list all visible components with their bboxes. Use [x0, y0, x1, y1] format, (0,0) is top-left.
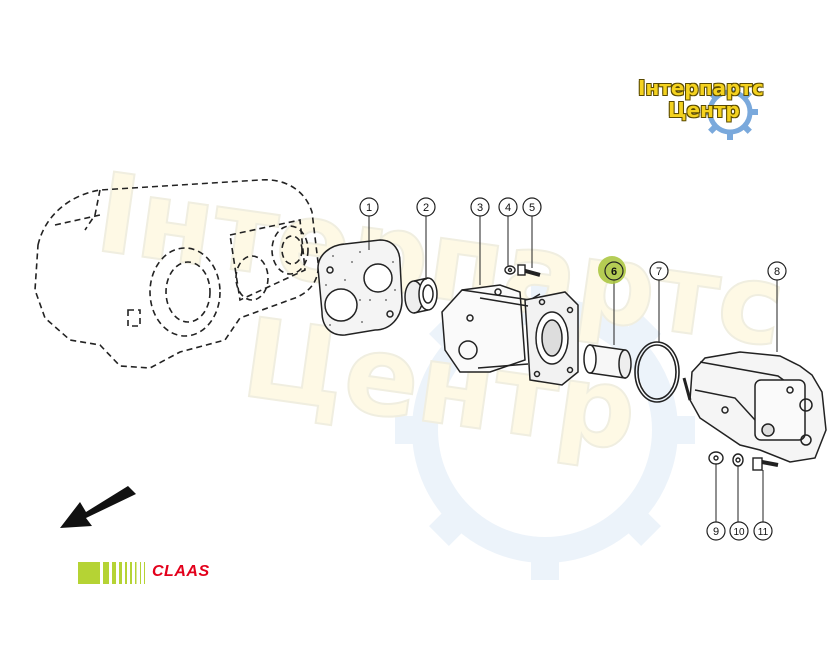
claas-brand-name: CLAAS [152, 563, 210, 580]
callout-1: 1 [359, 197, 379, 217]
direction-arrow-icon [60, 486, 136, 528]
callout-label: 5 [529, 202, 535, 214]
callout-10: 10 [729, 521, 749, 541]
gearbox-housing-outline [34, 179, 320, 369]
callout-11: 11 [753, 521, 773, 541]
callout-label: 8 [774, 266, 780, 278]
logo-gear-icon [702, 84, 758, 140]
watermark: Інтерпартс Центр [88, 148, 793, 580]
o-ring-part [634, 341, 680, 403]
callout-label: 3 [477, 202, 483, 214]
pump-fastener-parts [708, 451, 779, 471]
claas-stripes [78, 562, 145, 584]
logo-line2: Центр [668, 98, 740, 122]
sleeve-part [583, 344, 632, 379]
callout-label: 10 [733, 527, 745, 538]
gasket-part [317, 239, 403, 336]
callout-label: 9 [713, 526, 719, 538]
callout-label: 1 [366, 202, 372, 214]
callout-4: 4 [498, 197, 518, 217]
callout-5: 5 [522, 197, 542, 217]
leader-lines [368, 215, 778, 522]
callout-3: 3 [470, 197, 490, 217]
callout-label: 6 [611, 266, 617, 278]
callout-8: 8 [767, 261, 787, 281]
bearing-part [404, 277, 438, 314]
callout-label: 11 [758, 527, 769, 538]
logo-line1: Інтерпартс [638, 76, 764, 100]
callout-9: 9 [706, 521, 726, 541]
callout-7: 7 [649, 261, 669, 281]
callout-6-highlighted: 6 [598, 256, 626, 284]
callout-label: 7 [656, 266, 662, 278]
hydraulic-pump-part [682, 351, 827, 463]
callout-label: 4 [505, 202, 511, 214]
flange-housing-part [441, 284, 579, 386]
interparts-logo: Інтерпартс Центр [634, 70, 764, 140]
washer-bolt-parts [504, 264, 541, 277]
callout-label: 2 [423, 202, 429, 214]
callout-2: 2 [416, 197, 436, 217]
